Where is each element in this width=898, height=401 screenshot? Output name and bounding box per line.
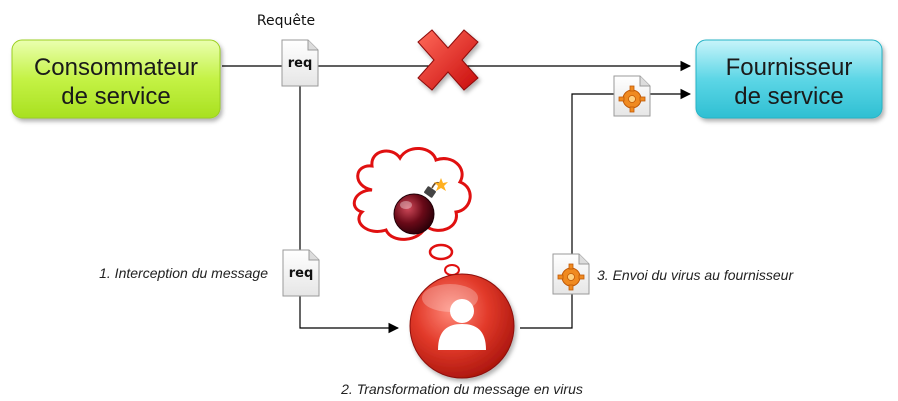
attacker-user-icon — [409, 273, 515, 379]
virus-delivery-path — [520, 88, 692, 329]
provider-label-line2: de service — [734, 83, 843, 110]
request-document-intercepted — [282, 249, 320, 297]
bomb-icon — [393, 178, 448, 235]
virus-gear-icon — [618, 85, 646, 113]
virus-gear-icon — [557, 263, 585, 291]
red-x-icon — [417, 29, 479, 91]
virus-document-top — [613, 75, 651, 117]
request-document-top-label: req — [288, 56, 313, 71]
request-document-intercepted-label: req — [289, 266, 314, 281]
step2-label: 2. Transformation du message en virus — [340, 381, 583, 397]
consumer-label-line1: Consommateur — [34, 54, 198, 81]
step3-label: 3. Envoi du virus au fournisseur — [597, 267, 794, 283]
request-title: Requête — [257, 13, 315, 29]
consumer-label-line2: de service — [61, 83, 170, 110]
consumer-box — [11, 39, 221, 119]
interception-path — [299, 80, 400, 334]
step1-label: 1. Interception du message — [99, 265, 268, 281]
request-document-top — [281, 39, 319, 87]
provider-box — [695, 39, 883, 119]
provider-label-line1: Fournisseur — [726, 54, 853, 81]
virus-document-step3 — [552, 253, 590, 295]
